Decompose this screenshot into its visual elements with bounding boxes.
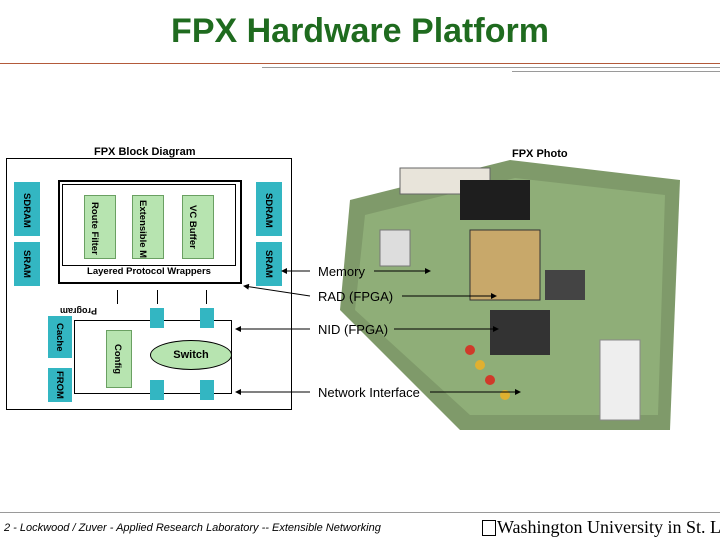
buffer-label: VC Buffer [187,205,198,249]
footer-text: 2 - Lockwood / Zuver - Applied Research … [4,522,381,534]
slide-title: FPX Hardware Platform [171,12,549,50]
title-rule-secondary [262,67,720,68]
nid-port-bottom [150,380,164,400]
wrappers-label: Layered Protocol Wrappers [87,266,211,277]
title-rule-tertiary [512,71,720,72]
config-label: Config [112,343,123,375]
from-label: FROM [54,371,65,399]
cache-block: Cache [48,316,72,358]
block-diagram-heading: FPX Block Diagram [94,146,196,158]
switch-label: Switch [173,349,209,361]
footer-rule [0,512,720,513]
from-block: FROM [48,368,72,402]
config-module: Config [106,330,132,388]
fpx-photo [340,160,680,430]
sram-left-label: SRAM [21,250,32,278]
connector-line [206,290,207,304]
sdram-right: SDRAM [256,182,282,236]
callout-network-interface: Network Interface [318,385,420,400]
callout-memory: Memory [318,264,365,279]
route-filter-label: Route Filter [89,202,100,255]
title-rule [0,63,720,64]
connector-line [157,290,158,304]
university-seal-icon [482,520,496,536]
cache-label: Cache [54,322,65,352]
photo-heading: FPX Photo [512,148,568,160]
university-logo: Washington University in St. Louis [497,517,720,537]
sdram-left-label: SDRAM [21,192,32,228]
sdram-right-label: SDRAM [263,192,274,228]
switch-node: Switch [150,340,232,370]
connector-line [117,290,118,304]
nid-port-top [150,308,164,328]
route-filter-module: Route Filter [84,195,116,259]
sram-right: SRAM [256,242,282,286]
buffer-module: VC Buffer [182,195,214,259]
nid-port-top [200,308,214,328]
nid-port-bottom [200,380,214,400]
callout-rad: RAD (FPGA) [318,289,394,304]
extensible-module: Extensible M [132,195,164,259]
sram-right-label: SRAM [263,250,274,278]
sram-left: SRAM [14,242,40,286]
callout-nid: NID (FPGA) [318,322,389,337]
sdram-left: SDRAM [14,182,40,236]
extensible-label: Extensible M [137,200,148,259]
footer-bar [0,514,720,540]
